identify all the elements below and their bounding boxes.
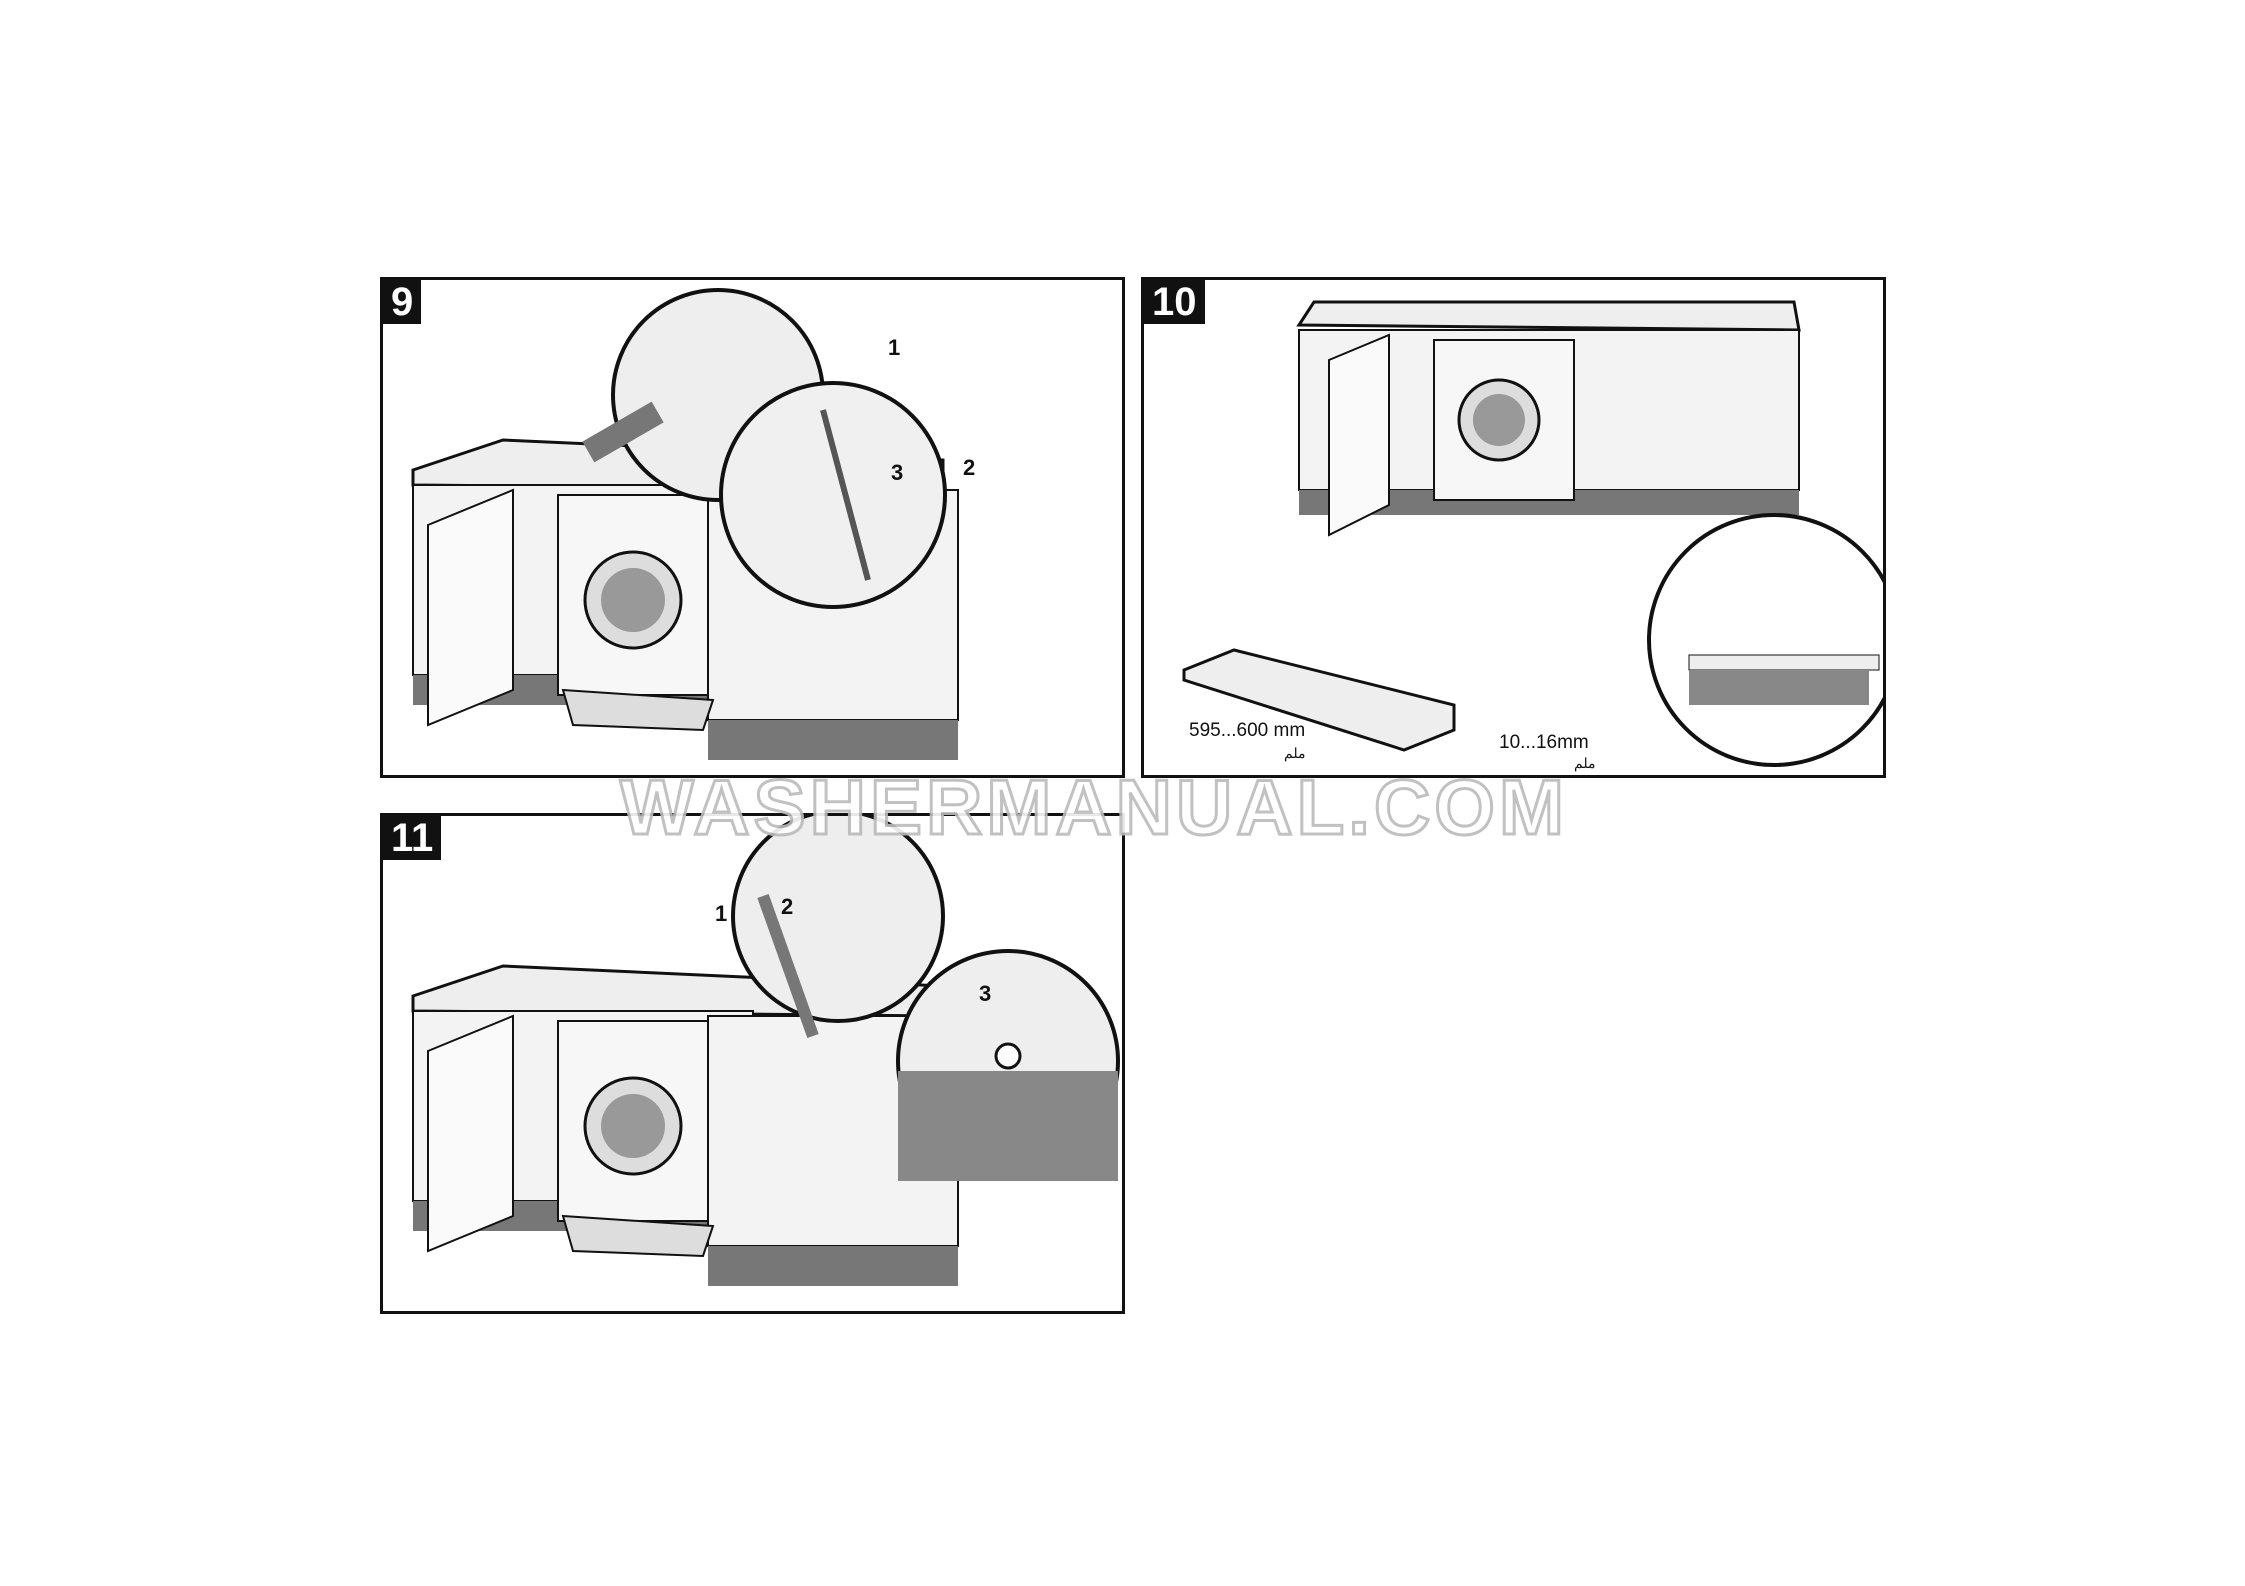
step-number: 9: [383, 280, 422, 324]
height-unit-arabic: ملم: [1574, 755, 1596, 771]
width-dimension: 595...600 mm: [1189, 720, 1306, 741]
callout-1: 1: [888, 335, 901, 360]
callout-2: 2: [963, 455, 976, 480]
callout-3: 3: [979, 981, 992, 1006]
step-11-panel: 11 1 2 3: [380, 813, 1125, 1314]
callout-1: 1: [715, 901, 728, 926]
step-number: 10: [1144, 280, 1205, 324]
width-unit-arabic: ملم: [1284, 745, 1306, 761]
step-10-panel: 10 595...600 mm ملم 10...16mm ملم: [1141, 277, 1886, 778]
callout-3: 3: [891, 460, 904, 485]
step-number: 11: [383, 816, 442, 860]
plinth-illustration: [1182, 300, 1883, 767]
watermark: WASHERMANUAL.COM: [619, 762, 1568, 853]
step-9-panel: 9 1 2 3: [380, 277, 1125, 778]
cabinet-illustration: [411, 288, 959, 760]
cabinet-illustration: [411, 816, 1120, 1286]
callout-2: 2: [781, 894, 794, 919]
height-dimension: 10...16mm: [1499, 732, 1589, 753]
